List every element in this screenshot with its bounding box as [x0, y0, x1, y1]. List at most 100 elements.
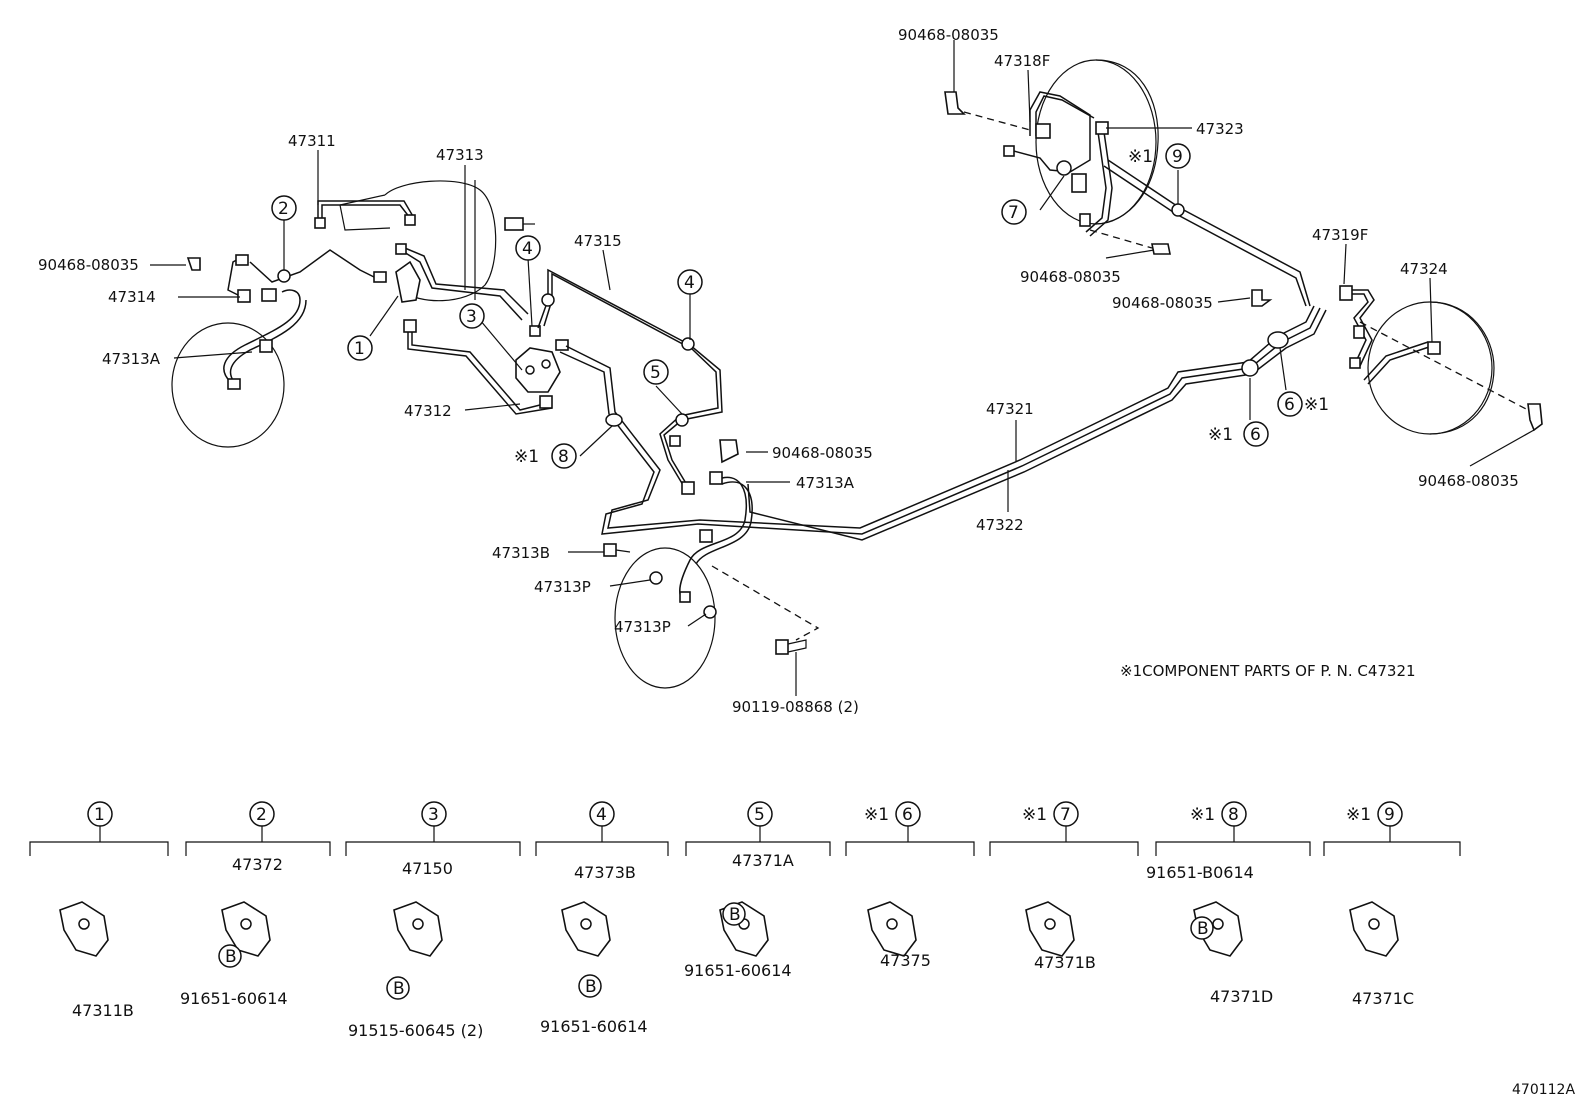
svg-text:4: 4: [522, 239, 533, 259]
marker-4b: 4: [677, 269, 703, 295]
label-47313P-a: 47313P: [534, 578, 591, 596]
svg-text:9: 9: [1172, 147, 1183, 167]
label-47322: 47322: [976, 516, 1024, 534]
clip-90468-top: [944, 91, 1031, 131]
legend-number: 6: [902, 805, 913, 825]
legend-bracket: [535, 841, 669, 856]
legend-bracket: [1323, 841, 1461, 856]
legend-part-label: 47311B: [72, 1001, 134, 1020]
label-clip-rear-b: 90468-08035: [1112, 294, 1213, 312]
legend-number-circle: [747, 801, 773, 827]
svg-text:※1: ※1: [514, 447, 539, 467]
marker-7: 7: [1001, 199, 1027, 225]
label-47324: 47324: [1400, 260, 1448, 278]
bolt-symbol-letter: B: [393, 979, 405, 999]
clip-90468-rear-b: [1251, 289, 1273, 307]
front-right-brake-disc: [614, 547, 717, 689]
legend-ref-mark: ※1: [1346, 805, 1371, 825]
brake-pipe-47319F: [1339, 285, 1375, 369]
legend-bracket: [29, 841, 169, 856]
flexible-hose-47313A-left: [223, 288, 307, 390]
label-clip-rear-a: 90468-08035: [1020, 268, 1121, 286]
svg-text:6: 6: [1250, 425, 1261, 445]
svg-text:※1: ※1: [1128, 147, 1153, 167]
legend-ref-mark: ※1: [1022, 805, 1047, 825]
svg-text:7: 7: [1008, 203, 1019, 223]
legend-number-circle: [1221, 801, 1247, 827]
label-47321: 47321: [986, 400, 1034, 418]
legend-part-label: 47371A: [732, 851, 794, 870]
label-47318F: 47318F: [994, 52, 1050, 70]
brake-pipe-47311: [314, 200, 416, 229]
svg-text:2: 2: [278, 199, 289, 219]
marker-8: ※1 8: [514, 443, 577, 469]
rear-crossover-pipe: [1103, 159, 1311, 307]
label-clip-mid: 90468-08035: [772, 444, 873, 462]
svg-text:1: 1: [354, 339, 365, 359]
marker-6a: 6 ※1: [1277, 391, 1329, 417]
front-left-brake-disc: [171, 322, 285, 448]
bolt-symbol-icon: [722, 902, 746, 926]
brake-pipe-47318F: [1003, 91, 1095, 173]
legend-bolt-code: 91651-B0614: [1146, 863, 1254, 882]
label-47313: 47313: [436, 146, 484, 164]
legend-number: 2: [256, 805, 267, 825]
circled-markers: 2 1 3 4 4 5 ※1 8 ※1 9 7 6 ※1 ※1 6: [271, 143, 1329, 469]
legend-number: 4: [596, 805, 607, 825]
clip-90468-right: [1359, 321, 1543, 432]
brake-booster: [339, 180, 535, 302]
legend-number-circle: [87, 801, 113, 827]
component-note: ※1COMPONENT PARTS OF P. N. C47321: [1120, 662, 1416, 680]
brake-pipe-47313: [395, 243, 529, 321]
label-47313A-mid: 47313A: [796, 474, 855, 492]
marker-4a: 4: [515, 235, 541, 261]
clip-90468-left: [186, 257, 201, 271]
clip-90468-rear-a: [1089, 229, 1171, 255]
brake-pipe-47324: [1363, 341, 1441, 385]
bolt-symbol-letter: B: [729, 905, 741, 925]
legend-number: 1: [94, 805, 105, 825]
legend-part-label: 47373B: [574, 863, 636, 882]
legend-part-label: 47372: [232, 855, 283, 874]
svg-text:3: 3: [466, 307, 477, 327]
legend-bolt-code: 91515-60645 (2): [348, 1021, 483, 1040]
bolt-symbol-icon: [218, 944, 242, 968]
bolt-90119-08868: [711, 565, 820, 655]
legend-number: 8: [1228, 805, 1239, 825]
junction-block-47150: [515, 325, 569, 393]
legend-number-circle: [1377, 801, 1403, 827]
label-47312: 47312: [404, 402, 452, 420]
legend-part-label: 47150: [402, 859, 453, 878]
svg-text:5: 5: [650, 363, 661, 383]
rear-left-brake-drum: [1035, 59, 1159, 225]
svg-text:※1: ※1: [1304, 395, 1329, 415]
label-47314: 47314: [108, 288, 156, 306]
legend-ref-mark: ※1: [1190, 805, 1215, 825]
clip-90468-mid: [719, 439, 739, 464]
label-bolt-main: 90119-08868 (2): [732, 698, 859, 716]
marker-3: 3: [459, 303, 485, 329]
legend-bracket: [345, 841, 521, 856]
legend-number: 5: [754, 805, 765, 825]
leader-lines: [150, 40, 1535, 696]
bolt-symbol-letter: B: [1197, 919, 1209, 939]
rear-right-brake-drum: [1367, 301, 1495, 435]
legend-number-circle: [249, 801, 275, 827]
label-47313A-left: 47313A: [102, 350, 161, 368]
grommets: [277, 203, 1289, 427]
label-47323: 47323: [1196, 120, 1244, 138]
legend-bolt-code: 91651-60614: [540, 1017, 648, 1036]
legend-bracket: [185, 841, 331, 856]
label-47313B: 47313B: [492, 544, 550, 562]
legend-part-label: 47371B: [1034, 953, 1096, 972]
main-rear-line-47321-47322: [559, 305, 1327, 541]
svg-text:4: 4: [684, 273, 695, 293]
brake-pipe-47314: [227, 249, 381, 303]
marker-9: ※1 9: [1128, 143, 1191, 169]
brake-pipe-47315: [537, 268, 723, 495]
